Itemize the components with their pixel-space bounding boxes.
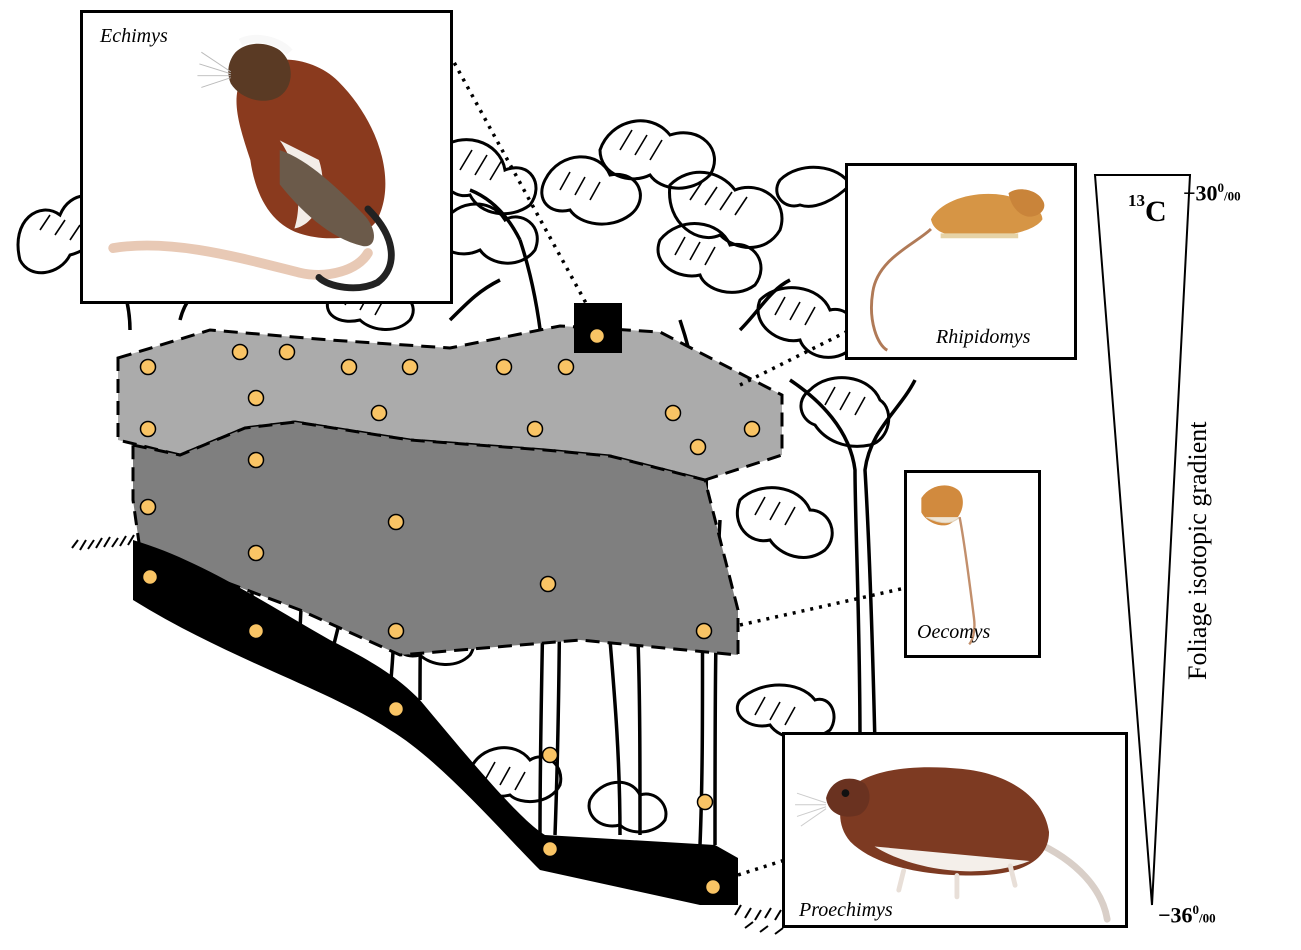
sample-point [141, 422, 156, 437]
oecomys-label: Oecomys [917, 621, 990, 644]
sample-point [389, 515, 404, 530]
rhipidomys-panel: Rhipidomys [845, 163, 1077, 360]
sample-point [249, 453, 264, 468]
sample-point [280, 345, 295, 360]
oecomys-panel: Oecomys [904, 470, 1041, 658]
sample-point [372, 406, 387, 421]
bottom-value-label: −360/00 [1158, 902, 1216, 928]
sample-point [543, 748, 558, 763]
proechimys-panel: Proechimys [782, 732, 1128, 928]
sample-point [541, 577, 556, 592]
sample-point [342, 360, 357, 375]
sample-point [389, 624, 404, 639]
sample-point [249, 546, 264, 561]
isotope-mass: 13 [1128, 191, 1145, 210]
sample-point [691, 440, 706, 455]
bottom-per-mil-sub: /00 [1199, 910, 1216, 925]
gradient-title: Foliage isotopic gradient [1183, 421, 1213, 680]
echimys-illustration [83, 13, 450, 301]
sample-point [249, 391, 264, 406]
sample-point [543, 842, 558, 857]
sample-point [528, 422, 543, 437]
sample-point [143, 570, 158, 585]
sample-point [497, 360, 512, 375]
sample-point [706, 880, 721, 895]
isotope-label: 13C [1128, 195, 1167, 229]
sample-point [559, 360, 574, 375]
rhipidomys-label: Rhipidomys [936, 326, 1030, 349]
sample-point [590, 329, 605, 344]
top-value-label: −300/00 [1183, 180, 1241, 206]
echimys-label: Echimys [100, 25, 168, 48]
sample-point [698, 795, 713, 810]
top-per-mil-sub: /00 [1224, 188, 1241, 203]
sample-point [745, 422, 760, 437]
sample-point [233, 345, 248, 360]
sample-point [249, 624, 264, 639]
sample-point [141, 500, 156, 515]
top-value: −30 [1183, 180, 1218, 205]
isotope-element: C [1145, 195, 1167, 228]
sample-point [403, 360, 418, 375]
sample-point [697, 624, 712, 639]
proechimys-label: Proechimys [799, 899, 893, 922]
proechimys-illustration [785, 735, 1125, 925]
sample-point [141, 360, 156, 375]
sample-point [389, 702, 404, 717]
bottom-value: −36 [1158, 902, 1193, 927]
echimys-panel: Echimys [80, 10, 453, 304]
sample-point [666, 406, 681, 421]
